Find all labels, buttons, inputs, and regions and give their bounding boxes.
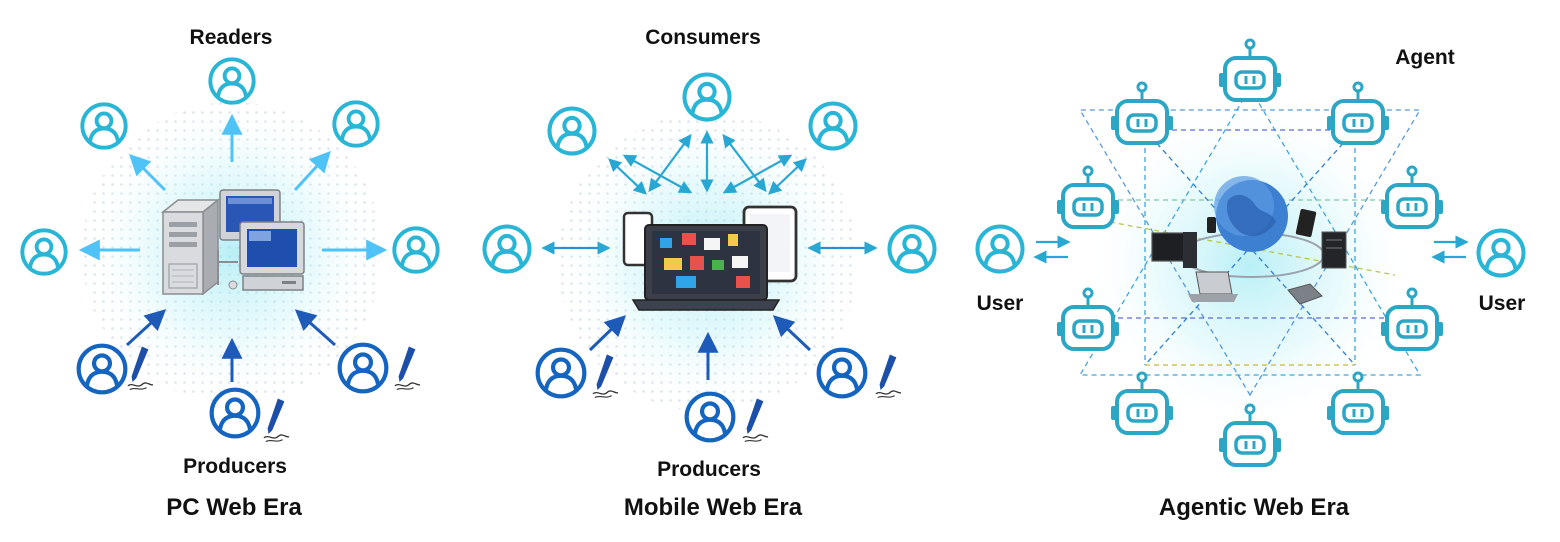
- consumer-arrows: [541, 130, 878, 255]
- reader-person-icon: [20, 228, 68, 276]
- reader-person-icon: [332, 100, 380, 148]
- pc-era-title: PC Web Era: [166, 494, 302, 521]
- agent-robot-icon: [1218, 38, 1282, 102]
- user-left-label: User: [977, 292, 1024, 315]
- laptop-tablet-phone-icon: [622, 205, 798, 311]
- agent-robot-icon: [1326, 81, 1390, 145]
- agent-label: Agent: [1395, 46, 1455, 69]
- consumer-person-icon: [550, 109, 595, 154]
- user-right-label: User: [1479, 292, 1526, 315]
- reader-person-icon: [80, 102, 128, 150]
- producer-person-with-pen-icon: [340, 345, 421, 392]
- user-person-icon: [1479, 231, 1524, 276]
- mobile-top-label: Consumers: [645, 26, 761, 49]
- globe-network-icon: [1151, 176, 1347, 305]
- consumer-person-icon: [685, 75, 730, 120]
- pc-top-label: Readers: [190, 26, 273, 49]
- producer-person-with-pen-icon: [819, 350, 902, 398]
- mobile-era-title: Mobile Web Era: [624, 494, 803, 521]
- reader-person-icon: [208, 57, 256, 105]
- agent-robot-icon: [1110, 81, 1174, 145]
- consumer-person-icon: [811, 104, 856, 149]
- user-agent-arrows: [1033, 235, 1469, 264]
- mobile-web-era-panel: Consumers Producers Mobile Web Era: [485, 26, 935, 521]
- producer-person-with-pen-icon: [212, 390, 290, 443]
- consumer-person-icon: [890, 227, 935, 272]
- mobile-producer-arrows: [588, 315, 812, 380]
- server-computer-icon: [160, 189, 305, 296]
- mobile-bottom-label: Producers: [657, 458, 761, 481]
- producer-arrows: [125, 309, 336, 382]
- user-person-icon: [978, 227, 1023, 272]
- agentic-web-era-panel: Agent User User Agentic Web Era: [977, 38, 1526, 521]
- consumer-person-icon: [485, 227, 530, 272]
- reader-person-icon: [392, 226, 440, 274]
- agentic-era-title: Agentic Web Era: [1159, 494, 1350, 521]
- pc-web-era-panel: Readers Producers PC Web Era: [20, 26, 440, 521]
- agent-robot-icon: [1056, 165, 1120, 229]
- agent-robot-icon: [1380, 165, 1444, 229]
- pc-bottom-label: Producers: [183, 455, 287, 478]
- reader-arrows: [78, 113, 388, 261]
